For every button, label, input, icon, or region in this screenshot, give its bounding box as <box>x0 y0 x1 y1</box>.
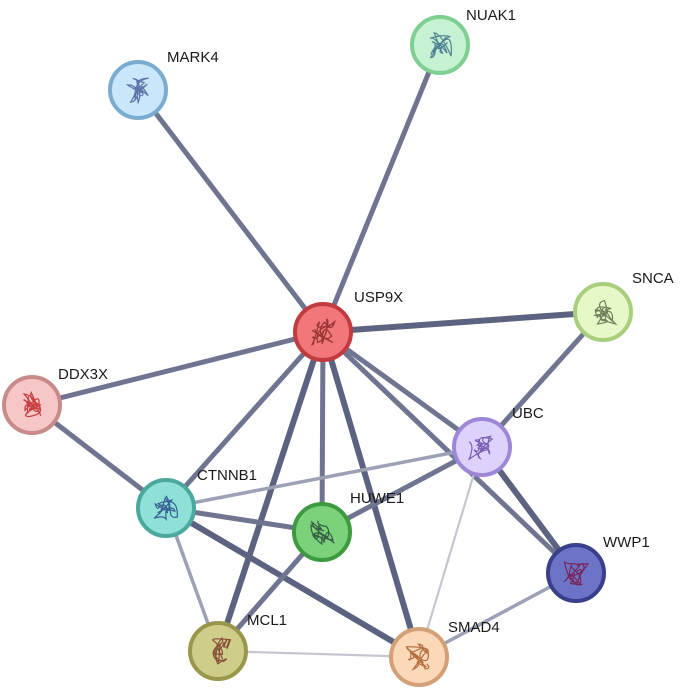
edge-usp9x-ctnnb1[interactable] <box>163 329 326 511</box>
node-ddx3x[interactable]: DDX3X <box>2 366 108 435</box>
edge-mcl1-smad4[interactable] <box>216 649 421 659</box>
node-ctnnb1[interactable]: CTNNB1 <box>136 467 257 538</box>
edge-ubc-smad4[interactable] <box>417 445 484 659</box>
protein-structure-icon <box>22 390 43 418</box>
node-circle <box>292 502 352 562</box>
edge-ctnnb1-smad4[interactable] <box>163 505 422 660</box>
protein-structure-icon <box>592 299 618 326</box>
protein-structure-icon <box>310 318 336 346</box>
node-label: NUAK1 <box>466 7 516 24</box>
node-label: UBC <box>512 405 544 422</box>
protein-structure-icon <box>212 636 232 665</box>
edge-usp9x-ubc[interactable] <box>320 329 485 450</box>
node-snca[interactable]: SNCA <box>573 270 674 342</box>
edge-usp9x-nuak1[interactable] <box>320 42 443 335</box>
edge-ubc-ctnnb1[interactable] <box>164 445 484 510</box>
node-circle <box>188 621 248 681</box>
node-nuak1[interactable]: NUAK1 <box>410 7 516 75</box>
node-label: USP9X <box>354 289 403 306</box>
node-label: SNCA <box>632 270 674 287</box>
protein-structure-icon <box>429 32 452 59</box>
edge-usp9x-ddx3x[interactable] <box>29 329 326 408</box>
edge-usp9x-snca[interactable] <box>320 309 606 335</box>
edge-usp9x-smad4[interactable] <box>320 329 422 660</box>
node-ubc[interactable]: UBC <box>452 405 544 477</box>
protein-structure-icon <box>405 643 430 671</box>
node-label: CTNNB1 <box>197 467 257 484</box>
protein-structure-icon <box>153 495 178 522</box>
edge-snca-ubc[interactable] <box>479 309 606 450</box>
protein-structure-icon <box>310 520 335 546</box>
node-huwe1[interactable]: HUWE1 <box>292 490 404 562</box>
node-mcl1[interactable]: MCL1 <box>188 612 287 681</box>
edge-usp9x-huwe1[interactable] <box>319 329 326 535</box>
protein-structure-icon <box>125 77 149 105</box>
edge-usp9x-mcl1[interactable] <box>215 329 326 654</box>
node-label: WWP1 <box>603 534 650 551</box>
node-wwp1[interactable]: WWP1 <box>546 534 650 603</box>
protein-structure-icon <box>563 560 590 586</box>
node-usp9x[interactable]: USP9X <box>293 289 403 362</box>
node-label: HUWE1 <box>350 490 404 507</box>
node-label: SMAD4 <box>448 619 500 636</box>
node-mark4[interactable]: MARK4 <box>108 49 219 120</box>
edge-ubc-huwe1[interactable] <box>319 444 485 535</box>
node-label: MARK4 <box>167 49 219 66</box>
node-label: DDX3X <box>58 366 108 383</box>
edge-usp9x-mark4[interactable] <box>135 87 326 335</box>
node-smad4[interactable]: SMAD4 <box>389 619 500 687</box>
node-label: MCL1 <box>247 612 287 629</box>
node-circle <box>546 543 606 603</box>
protein-structure-icon <box>467 435 494 461</box>
